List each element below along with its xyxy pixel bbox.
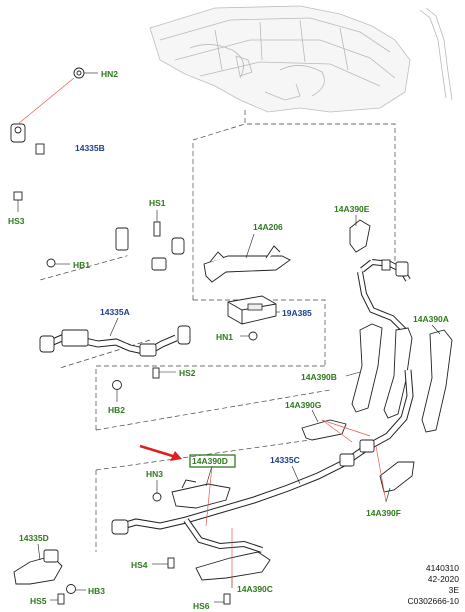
label-14335D: 14335D [19,533,49,543]
bolt-hb2 [112,380,122,402]
nut-hn1 [240,331,258,341]
reference-line-2: 42-2020 [427,574,459,584]
clip-14A390C [195,551,271,588]
label-14A390E: 14A390E [334,204,370,214]
bracket-14A206 [203,233,291,283]
stud-hs6 [214,593,231,605]
label-14A390A: 14A390A [413,314,449,324]
vehicle-body-outline [149,5,453,113]
label-hn2: HN2 [101,69,118,79]
red-leaders [205,419,387,588]
harness-14335B [10,109,185,271]
label-hs1: HS1 [149,198,166,208]
label-14A390D: 14A390D [192,456,228,466]
bolt-hb3 [66,584,86,594]
clip-14A390B [345,323,413,419]
harness-14335C [111,369,414,553]
label-hb3: HB3 [88,586,105,596]
stud-hs4 [152,557,175,569]
stud-hs5 [50,593,65,605]
nut-hn3 [152,480,162,502]
label-hn1: HN1 [216,332,233,342]
label-14335A: 14335A [100,307,130,317]
nut-hn2 [17,67,98,125]
label-hb2: HB2 [108,405,125,415]
label-14A390G: 14A390G [285,400,322,410]
label-hs3: HS3 [8,216,25,226]
highlight-box-14A390D [189,454,236,468]
pointer-arrow [139,444,182,461]
label-hs5: HS5 [30,596,47,606]
label-14335B: 14335B [75,143,105,153]
reference-line-3: 3E [448,585,459,595]
label-hs4: HS4 [131,560,148,570]
clip-14A390E [349,215,371,253]
label-14A390F: 14A390F [366,508,401,518]
label-hs6: HS6 [193,601,210,611]
label-14A390B: 14A390B [301,372,337,382]
fastener-hb1 [46,258,70,268]
reference-block: 4140310 42-2020 3E C0302666-10 [407,563,459,607]
clip-14A390G [301,409,347,441]
fastener-hs3 [13,191,23,212]
label-14A390C: 14A390C [237,584,273,594]
reference-line-1: 4140310 [425,563,459,573]
reference-line-4: C0302666-10 [407,596,459,606]
clip-14A390A [421,324,453,433]
label-14335C: 14335C [270,455,300,465]
harness-14335A [39,317,191,357]
callout-labels: HN2 14335B HS3 HB1 HS1 14A206 14A390E 14… [8,69,449,611]
harness-right-upper [357,259,411,347]
stud-hs2 [152,367,176,379]
module-19A385 [227,295,280,325]
stud-hs1 [153,210,161,237]
bracket-14A390D [171,465,231,509]
harness-14335D [13,543,63,585]
label-hs2: HS2 [179,368,196,378]
label-14A206: 14A206 [253,222,283,232]
label-19A385: 19A385 [282,308,312,318]
label-hb1: HB1 [73,260,90,270]
label-hn3: HN3 [146,469,163,479]
